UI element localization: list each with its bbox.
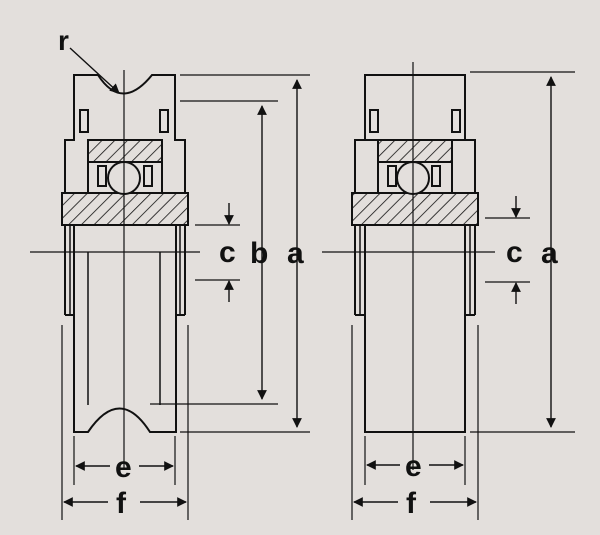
label-b: b	[250, 237, 268, 270]
left-inner-ring	[61, 192, 189, 226]
label-c-left: c	[219, 236, 236, 269]
label-r: r	[58, 25, 69, 56]
left-race-top	[87, 139, 163, 163]
left-shield-l	[97, 165, 107, 187]
right-seal-r	[451, 109, 461, 133]
label-e-left: e	[115, 451, 132, 484]
right-roller-lower	[364, 224, 466, 433]
left-shield-r	[143, 165, 153, 187]
right-bearing	[351, 74, 479, 433]
dim-r-leader	[69, 47, 120, 94]
left-seal-l	[79, 109, 89, 133]
label-c-right: c	[506, 236, 523, 269]
left-centerlines	[30, 70, 200, 470]
left-extension-lines	[61, 74, 310, 520]
right-inner-ring	[351, 192, 479, 226]
label-a-left: a	[287, 237, 304, 270]
right-extension-lines	[351, 71, 575, 520]
label-e-right: e	[405, 450, 422, 483]
label-a-right: a	[541, 237, 558, 270]
right-shield-l	[387, 165, 397, 187]
right-centerlines	[322, 62, 495, 470]
right-roller-upper	[364, 74, 466, 141]
right-shield-r	[431, 165, 441, 187]
left-roller-lower	[73, 225, 177, 433]
label-f-right: f	[406, 487, 417, 520]
right-dimensions	[353, 76, 556, 507]
right-race-top	[377, 139, 453, 163]
right-seal-l	[369, 109, 379, 133]
left-seal-r	[159, 109, 169, 133]
left-dimensions	[63, 47, 302, 507]
label-f-left: f	[116, 487, 127, 520]
left-bearing	[61, 74, 189, 433]
